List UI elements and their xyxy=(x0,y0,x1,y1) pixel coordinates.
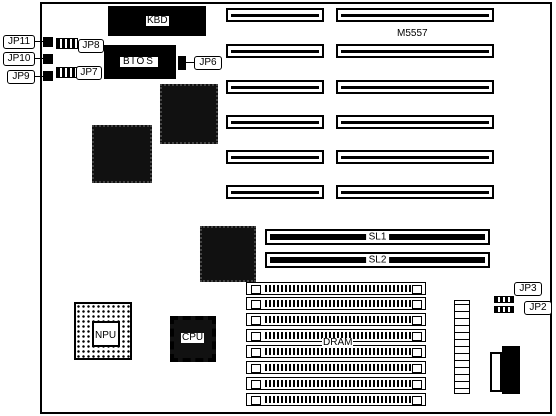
simm-slot-2 xyxy=(246,297,426,310)
jp11-label: JP11 xyxy=(7,36,31,47)
keyboard-connector xyxy=(490,352,502,392)
jumper-jp3 xyxy=(494,296,514,303)
jp2-tag: JP2 xyxy=(524,301,552,315)
jumper-jp7 xyxy=(56,67,78,78)
bios-chip: BIOS xyxy=(104,45,176,79)
jp6-label: JP6 xyxy=(199,57,217,68)
isa-slot-left-4 xyxy=(226,115,324,129)
simm-slot-1 xyxy=(246,282,426,295)
simm-slot-8 xyxy=(246,393,426,406)
jp8-label: JP8 xyxy=(82,40,100,51)
isa-slot-left-2 xyxy=(226,44,324,58)
jp8-tag: JP8 xyxy=(78,39,104,53)
chipset-chip-1 xyxy=(160,84,218,144)
jp2-label: JP2 xyxy=(529,302,547,313)
npu-label: NPU xyxy=(95,330,117,341)
isa-slot-right-4 xyxy=(336,115,494,129)
isa-slot-right-2 xyxy=(336,44,494,58)
jp6-tag: JP6 xyxy=(194,56,222,70)
jumper-jp9 xyxy=(43,71,53,81)
isa-slot-right-6 xyxy=(336,185,494,199)
jp3-tag: JP3 xyxy=(514,282,542,296)
jp9-label: JP9 xyxy=(12,71,30,82)
jp6-leader xyxy=(184,62,194,63)
bios-label: BIOS xyxy=(120,57,158,67)
isa-slot-left-1 xyxy=(226,8,324,22)
jumper-jp11 xyxy=(43,37,53,47)
isa-slot-left-6 xyxy=(226,185,324,199)
jumper-jp6 xyxy=(178,56,186,70)
cpu-label: CPU xyxy=(181,332,205,343)
jumper-jp10 xyxy=(43,54,53,64)
simm-slot-3 xyxy=(246,313,426,326)
jp11-tag: JP11 xyxy=(3,35,35,49)
chipset-chip-2 xyxy=(92,125,152,183)
jumper-jp2 xyxy=(494,306,514,313)
jumper-jp8 xyxy=(56,38,78,49)
sl2-label: SL2 xyxy=(365,254,390,266)
simm-slot-7 xyxy=(246,377,426,390)
sl1-label: SL1 xyxy=(365,231,390,243)
simm-slot-6 xyxy=(246,361,426,374)
isa-slot-left-5 xyxy=(226,150,324,164)
isa-slot-right-5 xyxy=(336,150,494,164)
slot-sl2: SL2 xyxy=(265,252,490,268)
dram-label: DRAM xyxy=(322,337,354,348)
npu-socket: NPU xyxy=(74,302,132,360)
jp10-tag: JP10 xyxy=(3,52,35,66)
simm-slot-5 xyxy=(246,345,426,358)
power-connector xyxy=(454,300,470,394)
jp11-leader xyxy=(35,41,43,42)
jp3-label: JP3 xyxy=(519,283,537,294)
jp10-leader xyxy=(35,58,43,59)
isa-slot-right-3 xyxy=(336,80,494,94)
jp10-label: JP10 xyxy=(7,53,31,64)
isa-slot-left-3 xyxy=(226,80,324,94)
kbd-label: KBD xyxy=(146,15,169,26)
kbd-chip: KBD xyxy=(108,6,206,36)
jp7-tag: JP7 xyxy=(76,66,102,80)
jp7-label: JP7 xyxy=(80,67,98,78)
keyboard-connector-body xyxy=(502,346,520,394)
model-label: M5557 xyxy=(397,28,428,39)
jp9-leader xyxy=(35,76,43,77)
chipset-chip-3 xyxy=(200,226,256,282)
isa-slot-right-1 xyxy=(336,8,494,22)
cpu-chip: CPU xyxy=(170,316,216,362)
slot-sl1: SL1 xyxy=(265,229,490,245)
jp9-tag: JP9 xyxy=(7,70,35,84)
